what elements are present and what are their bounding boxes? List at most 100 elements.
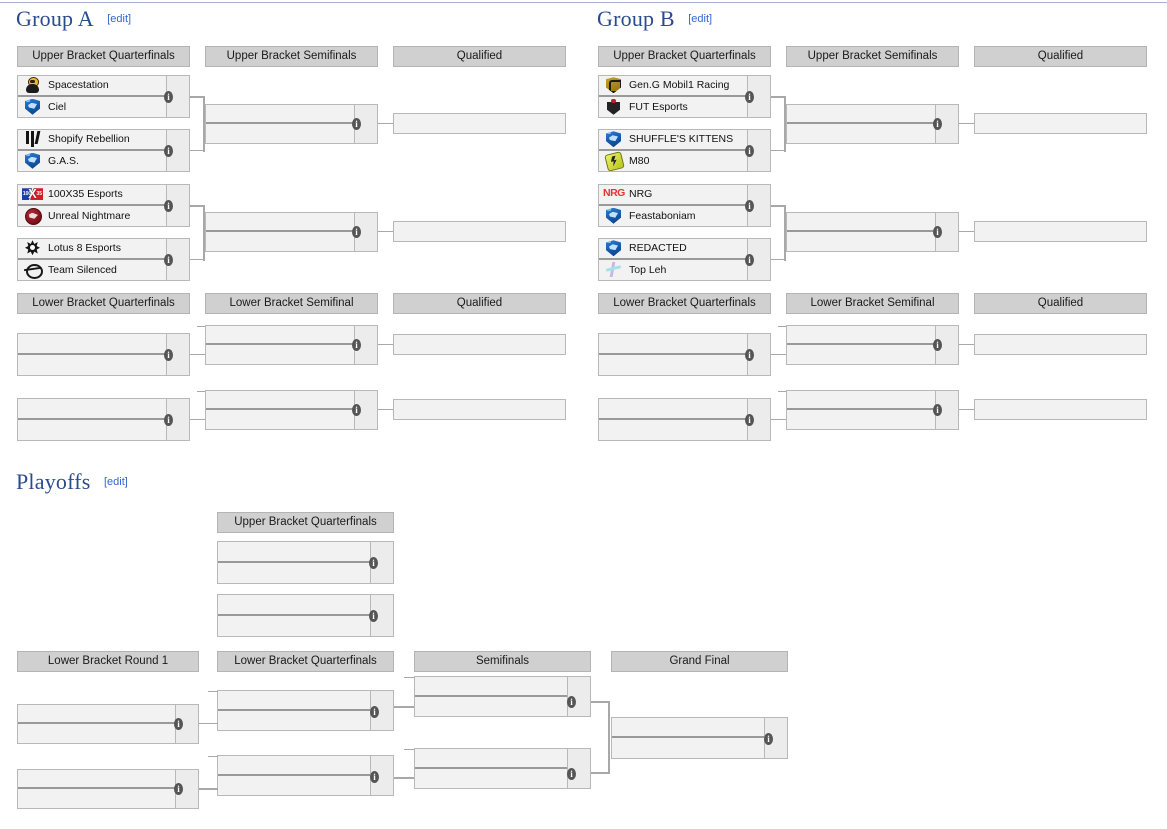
info-icon[interactable]: i xyxy=(174,783,183,795)
match-side-top[interactable] xyxy=(218,756,393,776)
match-side-top[interactable] xyxy=(394,400,565,419)
group-a-lb-qualified-1[interactable] xyxy=(393,334,566,355)
match-side-top[interactable] xyxy=(206,105,377,124)
info-icon[interactable]: i xyxy=(567,768,576,780)
info-icon[interactable]: i xyxy=(174,718,183,730)
match-side-bottom[interactable] xyxy=(18,420,189,441)
info-icon[interactable]: i xyxy=(164,349,173,361)
match-side-bottom[interactable] xyxy=(612,738,787,758)
playoffs-semifinal-match-1[interactable] xyxy=(414,676,591,717)
match-side-bottom[interactable] xyxy=(787,345,958,364)
info-icon[interactable]: i xyxy=(352,404,361,416)
group-b-ubqf-match-4[interactable]: REDACTED Top Leh xyxy=(598,238,771,281)
playoffs-ubqf-match-2[interactable] xyxy=(217,594,394,637)
match-side-top[interactable] xyxy=(787,213,958,232)
info-icon[interactable]: i xyxy=(164,200,173,212)
match-side-bottom[interactable] xyxy=(218,616,393,637)
match-side-top[interactable] xyxy=(218,595,393,616)
group-b-lb-qualified-2[interactable] xyxy=(974,399,1147,420)
group-a-edit-link[interactable]: [edit] xyxy=(107,13,132,25)
match-side-top[interactable]: Lotus 8 Esports xyxy=(18,239,189,260)
group-b-ubqf-match-3[interactable]: NRG NRG Feastaboniam xyxy=(598,184,771,227)
group-b-ub-qualified-2[interactable] xyxy=(974,221,1147,242)
match-side-top[interactable] xyxy=(206,391,377,410)
match-side-top[interactable] xyxy=(787,391,958,410)
group-a-lbsf-match-2[interactable] xyxy=(205,390,378,430)
info-icon[interactable]: i xyxy=(370,706,379,718)
playoffs-semifinal-match-2[interactable] xyxy=(414,748,591,789)
match-side-bottom[interactable] xyxy=(218,776,393,796)
info-icon[interactable]: i xyxy=(164,145,173,157)
match-side-top[interactable]: Spacestation xyxy=(18,76,189,97)
group-a-ubsf-match-2[interactable] xyxy=(205,212,378,252)
group-a-ubqf-match-1[interactable]: Spacestation Ciel xyxy=(17,75,190,118)
match-side-top[interactable] xyxy=(394,222,565,241)
info-icon[interactable]: i xyxy=(933,118,942,130)
group-a-ubsf-match-1[interactable] xyxy=(205,104,378,144)
group-a-ubqf-match-4[interactable]: Lotus 8 Esports Team Silenced xyxy=(17,238,190,281)
info-icon[interactable]: i xyxy=(164,254,173,266)
match-side-top[interactable] xyxy=(975,400,1146,419)
match-side-bottom[interactable] xyxy=(206,124,377,143)
match-side-top[interactable] xyxy=(787,326,958,345)
match-side-bottom[interactable]: G.A.S. xyxy=(18,151,189,172)
match-side-top[interactable] xyxy=(975,114,1146,133)
group-b-lbsf-match-1[interactable] xyxy=(786,325,959,365)
info-icon[interactable]: i xyxy=(764,733,773,745)
match-side-bottom[interactable] xyxy=(206,410,377,429)
group-b-ubsf-match-1[interactable] xyxy=(786,104,959,144)
group-b-edit-link[interactable]: [edit] xyxy=(688,13,713,25)
playoffs-lbqf-match-1[interactable] xyxy=(217,690,394,731)
group-a-ubqf-match-2[interactable]: Shopify Rebellion G.A.S. xyxy=(17,129,190,172)
match-side-top[interactable]: Gen.G Mobil1 Racing xyxy=(599,76,770,97)
match-side-bottom[interactable] xyxy=(218,711,393,731)
match-side-top[interactable] xyxy=(18,705,198,724)
match-side-bottom[interactable] xyxy=(415,697,590,717)
info-icon[interactable]: i xyxy=(745,254,754,266)
info-icon[interactable]: i xyxy=(933,339,942,351)
match-side-top[interactable] xyxy=(612,718,787,738)
match-side-bottom[interactable]: Feastaboniam xyxy=(599,206,770,227)
group-b-ubqf-match-2[interactable]: SHUFFLE'S KITTENS M80 xyxy=(598,129,771,172)
match-side-top[interactable] xyxy=(206,326,377,345)
group-a-ub-qualified-1[interactable] xyxy=(393,113,566,134)
info-icon[interactable]: i xyxy=(745,91,754,103)
group-a-lbqf-match-1[interactable] xyxy=(17,333,190,376)
match-side-bottom[interactable]: Ciel xyxy=(18,97,189,118)
info-icon[interactable]: i xyxy=(369,557,378,569)
info-icon[interactable]: i xyxy=(745,349,754,361)
match-side-bottom[interactable] xyxy=(415,769,590,789)
group-a-lb-qualified-2[interactable] xyxy=(393,399,566,420)
match-side-top[interactable] xyxy=(415,677,590,697)
match-side-bottom[interactable] xyxy=(206,345,377,364)
match-side-bottom[interactable] xyxy=(18,789,198,808)
match-side-top[interactable] xyxy=(218,542,393,563)
match-side-bottom[interactable] xyxy=(18,724,198,743)
match-side-bottom[interactable]: Top Leh xyxy=(599,260,770,281)
match-side-top[interactable] xyxy=(394,114,565,133)
match-side-bottom[interactable]: FUT Esports xyxy=(599,97,770,118)
match-side-bottom[interactable] xyxy=(599,355,770,376)
group-a-ub-qualified-2[interactable] xyxy=(393,221,566,242)
match-side-top[interactable] xyxy=(415,749,590,769)
group-b-lb-qualified-1[interactable] xyxy=(974,334,1147,355)
match-side-top[interactable] xyxy=(206,213,377,232)
group-b-ubqf-match-1[interactable]: Gen.G Mobil1 Racing FUT Esports xyxy=(598,75,771,118)
match-side-top[interactable] xyxy=(975,335,1146,354)
match-side-bottom[interactable] xyxy=(18,355,189,376)
match-side-bottom[interactable]: M80 xyxy=(599,150,770,171)
group-a-lbqf-match-2[interactable] xyxy=(17,398,190,441)
info-icon[interactable]: i xyxy=(352,339,361,351)
match-side-bottom[interactable]: Team Silenced xyxy=(18,260,189,281)
match-side-top[interactable] xyxy=(218,691,393,711)
match-side-top[interactable] xyxy=(975,222,1146,241)
match-side-top[interactable]: SHUFFLE'S KITTENS xyxy=(599,130,770,151)
match-side-top[interactable] xyxy=(599,399,770,420)
group-b-ubsf-match-2[interactable] xyxy=(786,212,959,252)
match-side-top[interactable] xyxy=(394,335,565,354)
match-side-bottom[interactable] xyxy=(787,410,958,429)
match-side-bottom[interactable] xyxy=(599,420,770,441)
info-icon[interactable]: i xyxy=(369,610,378,622)
match-side-top[interactable] xyxy=(787,105,958,124)
